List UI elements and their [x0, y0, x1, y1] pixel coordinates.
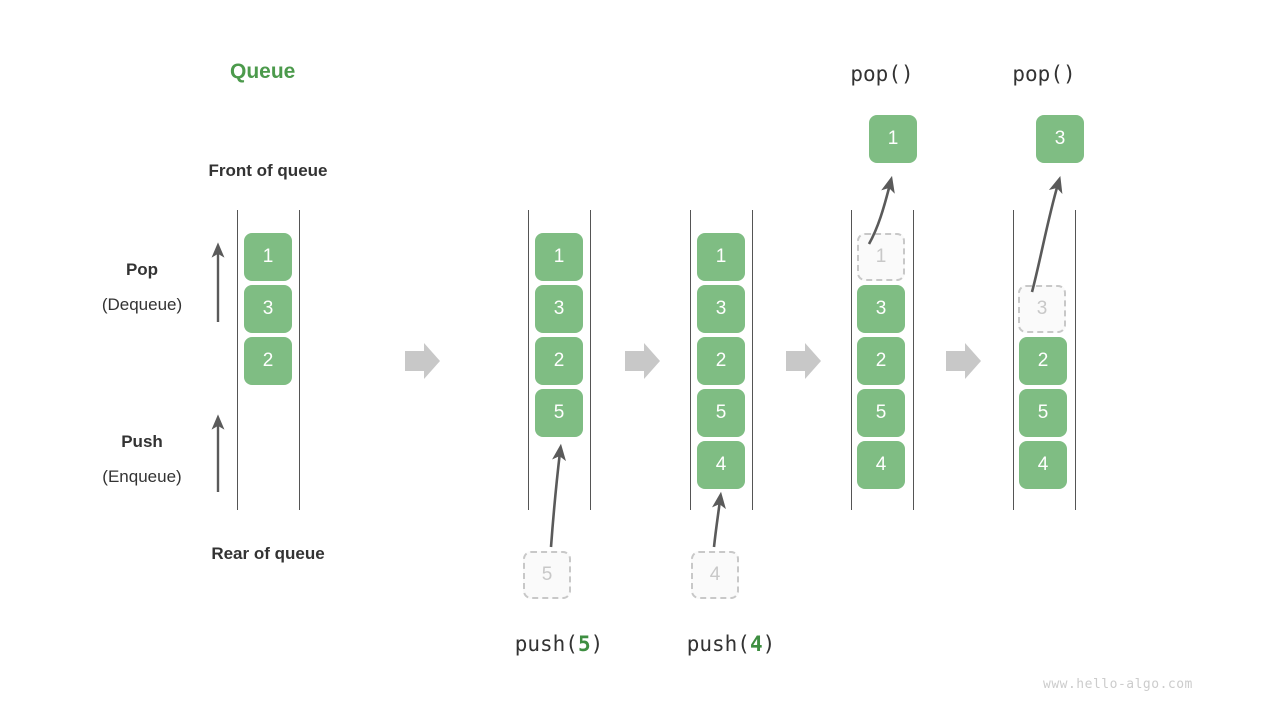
enqueue-label: (Enqueue): [102, 467, 182, 486]
queue-item: 3: [857, 285, 905, 333]
queue-rail-left-5: [1013, 210, 1014, 510]
watermark: www.hello-algo.com: [1043, 677, 1193, 692]
queue-rail-right-4: [913, 210, 914, 510]
queue-rail-left-4: [851, 210, 852, 510]
rear-of-queue-label: Rear of queue: [211, 544, 325, 563]
push-label: Push: [121, 432, 163, 451]
queue-item: 2: [697, 337, 745, 385]
push-5-caption: push(5): [514, 632, 604, 656]
queue-rail-left-3: [690, 210, 691, 510]
queue-rail-right-5: [1075, 210, 1076, 510]
page-title: Queue: [230, 60, 296, 83]
queue-item: 3: [244, 285, 292, 333]
queue-item: 3: [535, 285, 583, 333]
front-of-queue-label: Front of queue: [208, 161, 328, 180]
queue-item: 1: [244, 233, 292, 281]
push-4-arg: 4: [749, 632, 763, 656]
transition-arrow-2: [625, 343, 660, 379]
queue-item: 2: [244, 337, 292, 385]
pop-op-label-1: pop(): [850, 62, 914, 86]
push-4-caption: push(4): [686, 632, 776, 656]
queue-item: 3: [697, 285, 745, 333]
queue-item: 1: [697, 233, 745, 281]
queue-item: 5: [535, 389, 583, 437]
incoming-item-ghost: 4: [691, 551, 739, 599]
queue-item: 1: [535, 233, 583, 281]
dequeue-label: (Dequeue): [101, 295, 183, 314]
pop-3-arrow: [1030, 176, 1063, 293]
queue-rail-right-2: [590, 210, 591, 510]
incoming-item-ghost: 5: [523, 551, 571, 599]
queue-item: 2: [1019, 337, 1067, 385]
push-5-arg: 5: [577, 632, 591, 656]
queue-item: 5: [857, 389, 905, 437]
pop-op-label-2: pop(): [1012, 62, 1076, 86]
transition-arrow-1: [405, 343, 440, 379]
queue-rail-left-2: [528, 210, 529, 510]
removed-item-ghost: 3: [1018, 285, 1066, 333]
queue-item: 4: [1019, 441, 1067, 489]
queue-item: 2: [535, 337, 583, 385]
queue-item: 2: [857, 337, 905, 385]
queue-item: 4: [857, 441, 905, 489]
popped-item: 3: [1036, 115, 1084, 163]
popped-item: 1: [869, 115, 917, 163]
queue-rail-right-1: [299, 210, 300, 510]
queue-rail-left-1: [237, 210, 238, 510]
pop-label: Pop: [125, 260, 159, 279]
transition-arrow-4: [946, 343, 981, 379]
push-5-arrow: [549, 443, 567, 548]
queue-rail-right-3: [752, 210, 753, 510]
queue-item: 5: [697, 389, 745, 437]
queue-item: 4: [697, 441, 745, 489]
removed-item-ghost: 1: [857, 233, 905, 281]
push-4-arrow: [712, 491, 726, 548]
queue-item: 5: [1019, 389, 1067, 437]
transition-arrow-3: [786, 343, 821, 379]
